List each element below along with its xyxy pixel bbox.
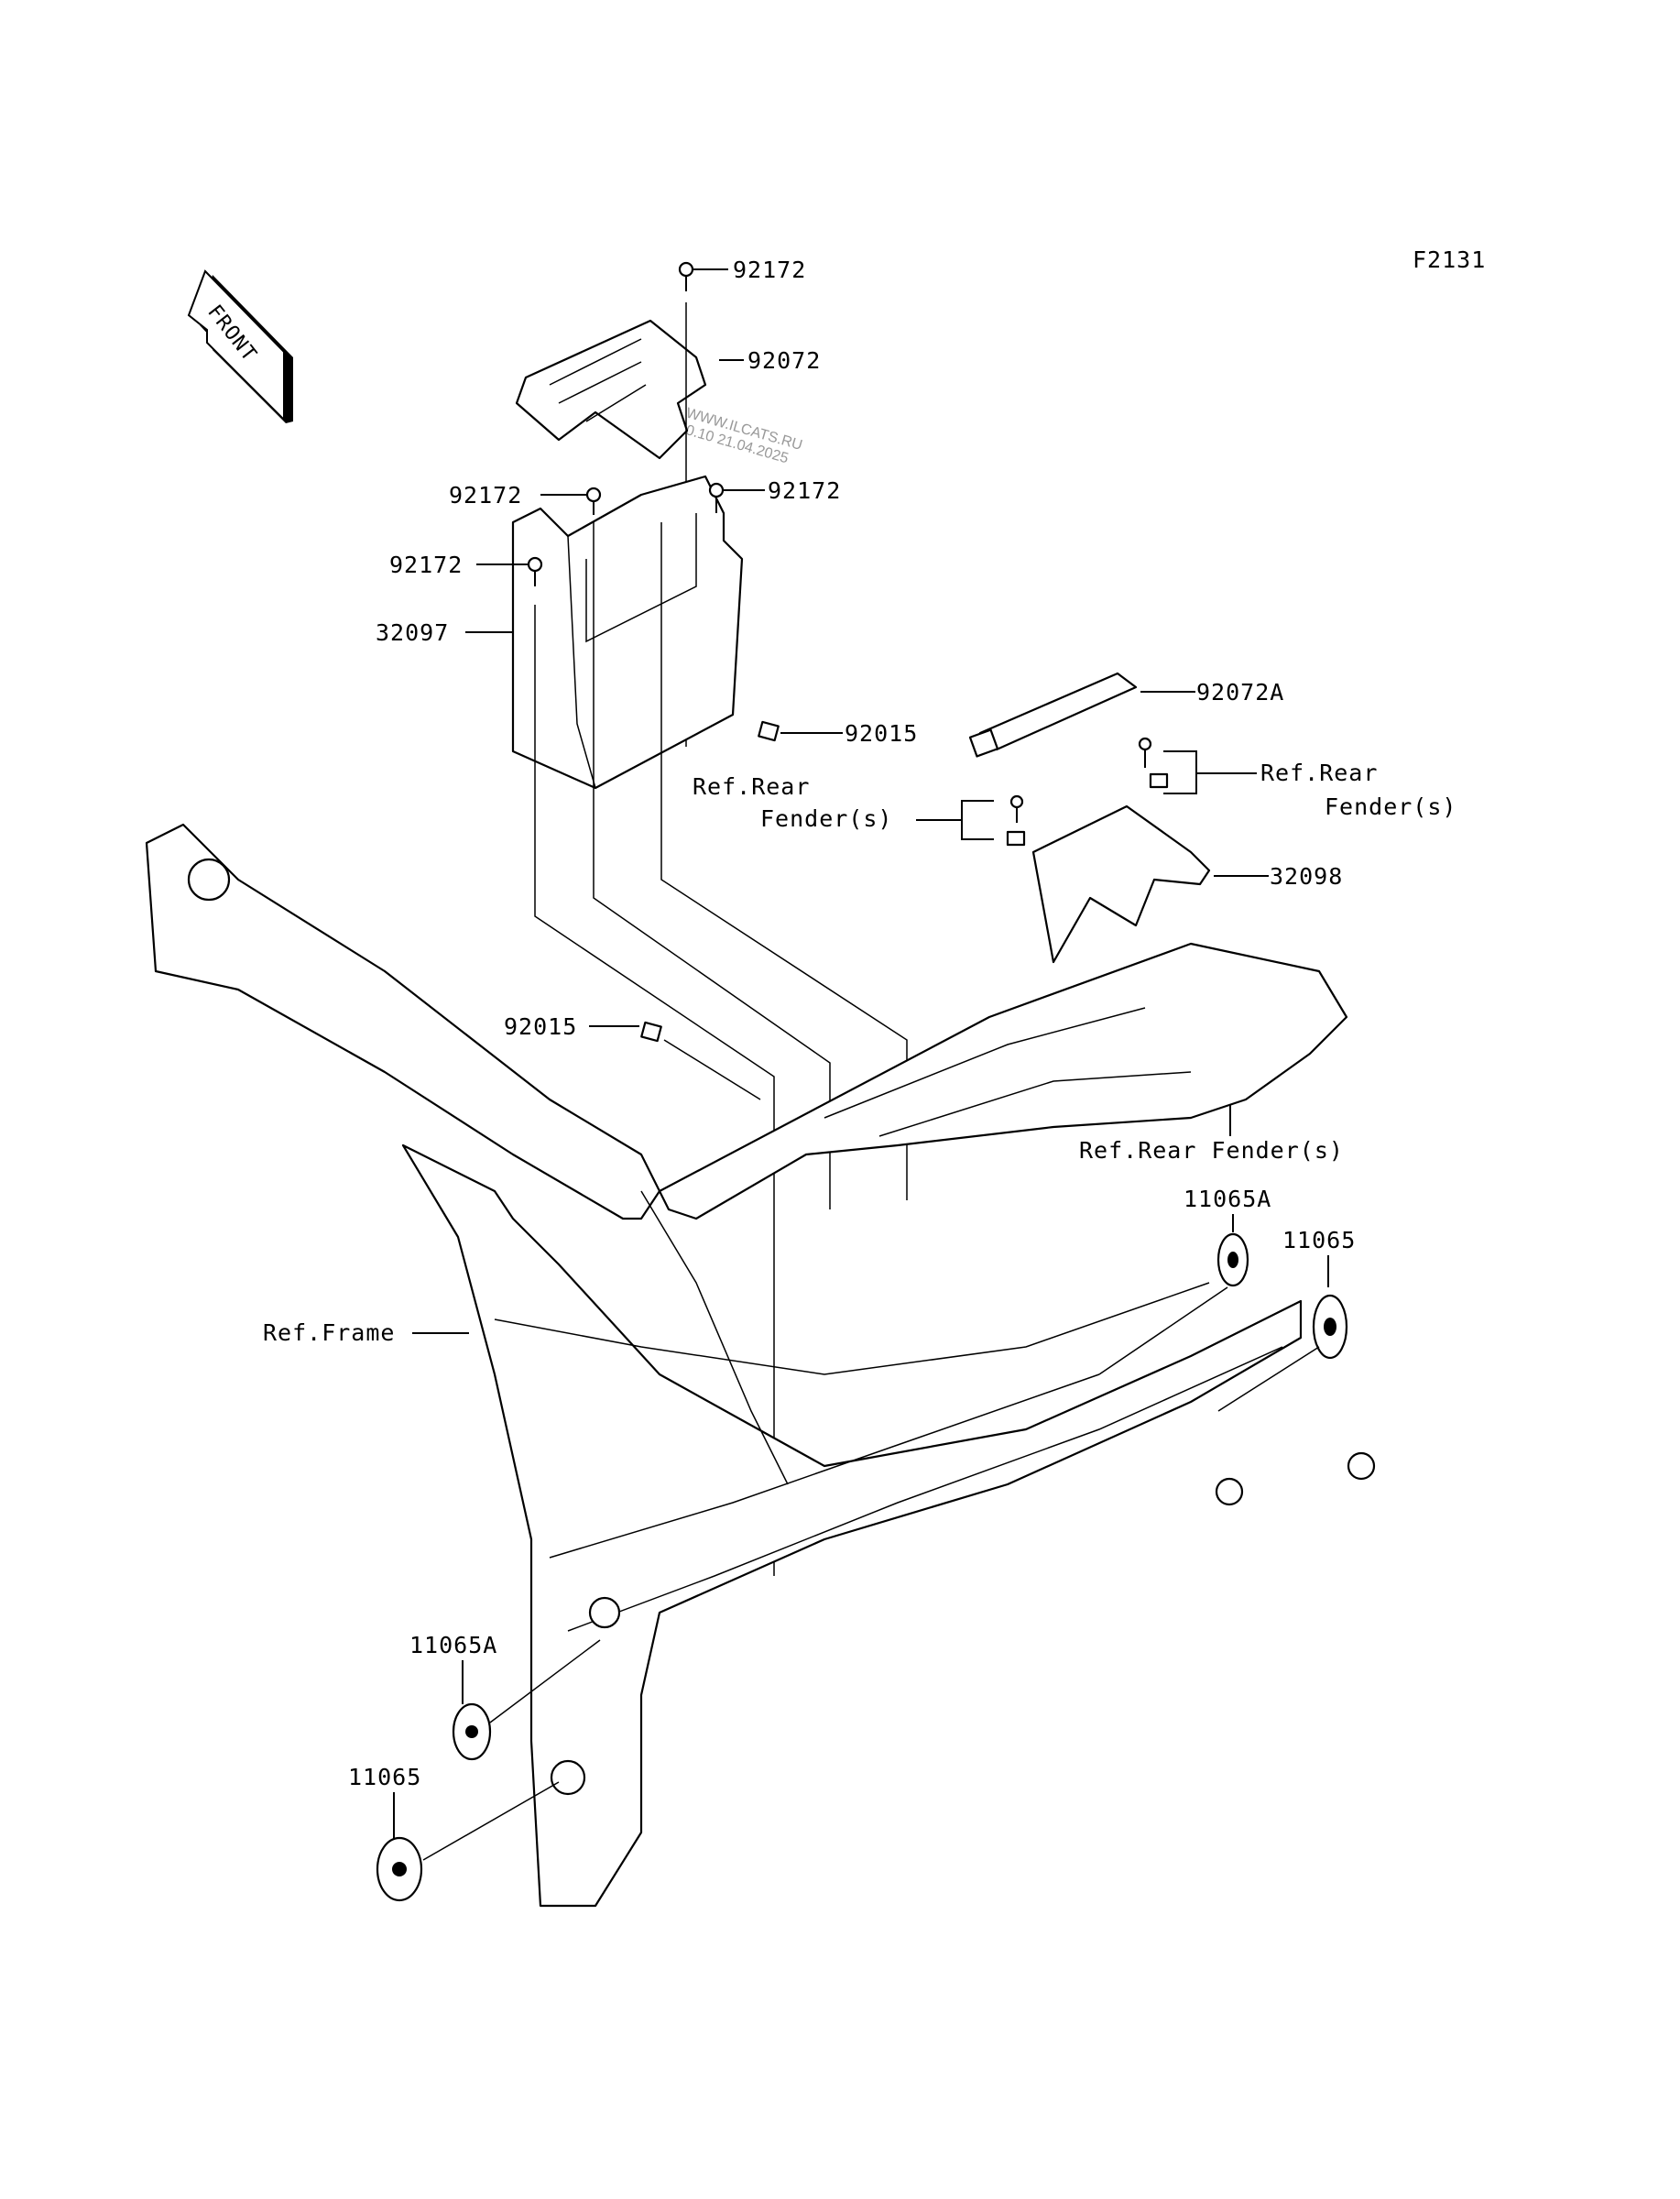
part-92015-nut-upper	[758, 720, 780, 742]
callout-11065A-left: 11065A	[409, 1632, 497, 1658]
callout-32098: 32098	[1270, 863, 1343, 890]
callout-11065A-right: 11065A	[1184, 1186, 1271, 1212]
callout-92015-upper: 92015	[845, 720, 918, 747]
part-92072A-strap	[968, 672, 1138, 758]
callout-11065-right: 11065	[1282, 1227, 1356, 1253]
part-92172-screw-left	[585, 487, 602, 515]
part-32097-battery-case	[511, 475, 744, 790]
part-fender-bolt-1	[1006, 794, 1026, 847]
part-fender-bolt-2	[1138, 737, 1169, 789]
assembly-line	[1098, 1286, 1228, 1375]
frame-outline	[145, 823, 1376, 1908]
callout-92072A: 92072A	[1196, 679, 1284, 706]
assembly-line	[489, 1639, 601, 1723]
figure-code: F2131	[1413, 246, 1486, 273]
ref-rear-fender-1-line2: Fender(s)	[760, 805, 892, 832]
callout-92172-lower: 92172	[389, 552, 463, 578]
ref-rear-fender-3: Ref.Rear Fender(s)	[1079, 1137, 1344, 1164]
callout-92172-top: 92172	[733, 257, 806, 283]
part-92172-screw-top	[678, 261, 694, 291]
callout-92172-left: 92172	[449, 482, 522, 509]
assembly-line	[534, 605, 775, 1576]
part-11065-grommet-left	[376, 1836, 423, 1902]
ref-rear-fender-2-line2: Fender(s)	[1325, 793, 1456, 820]
bracket-line	[1163, 750, 1197, 794]
part-11065A-grommet-right	[1216, 1232, 1249, 1287]
rear-fender-outline	[658, 942, 1348, 1220]
part-92172-screw-right	[708, 482, 725, 513]
ref-rear-fender-1-line1: Ref.Rear	[693, 773, 810, 800]
part-11065-grommet-right	[1312, 1294, 1348, 1360]
part-92172-screw-lower	[527, 556, 543, 586]
part-92072-cover	[515, 319, 707, 460]
ref-frame: Ref.Frame	[263, 1319, 395, 1346]
callout-92172-right: 92172	[768, 477, 841, 504]
part-11065A-grommet-left	[452, 1702, 492, 1761]
assembly-line	[663, 1039, 761, 1100]
callout-92015-lower: 92015	[504, 1013, 577, 1040]
callout-32097: 32097	[376, 619, 449, 646]
callout-92072: 92072	[747, 347, 821, 374]
assembly-line	[422, 1781, 560, 1861]
callout-11065-left: 11065	[348, 1764, 421, 1790]
assembly-line	[1217, 1346, 1320, 1412]
watermark: WWW.ILCATS.RU 10.10 21.04.2025	[676, 406, 804, 467]
ref-rear-fender-2-line1: Ref.Rear	[1260, 760, 1378, 786]
bracket-line	[961, 800, 994, 840]
front-arrow-icon: FRONT	[187, 269, 293, 423]
part-32098-cover	[1031, 804, 1211, 964]
part-92015-nut-lower	[640, 1021, 662, 1043]
